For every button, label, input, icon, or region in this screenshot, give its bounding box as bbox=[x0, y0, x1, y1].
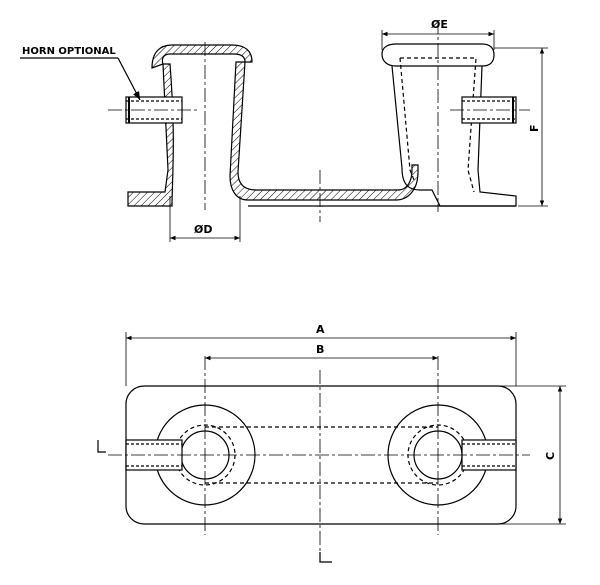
left-bollard-section bbox=[127, 44, 419, 207]
dimension-a-label: A bbox=[316, 323, 325, 336]
section-mark-bottom bbox=[319, 552, 332, 563]
right-bollard-barrel bbox=[391, 65, 517, 207]
dimension-f-label: F bbox=[528, 124, 541, 132]
section-mark-left bbox=[97, 440, 106, 453]
dimension-d bbox=[169, 196, 241, 242]
dimension-e bbox=[381, 30, 495, 50]
horn-optional-label: HORN OPTIONAL bbox=[22, 46, 116, 57]
right-bollard-inner-dashed bbox=[399, 57, 477, 193]
dimension-b-label: B bbox=[316, 343, 324, 356]
dimension-d-label: ØD bbox=[194, 223, 212, 236]
horn-leader-line bbox=[117, 57, 141, 101]
dimension-c bbox=[500, 385, 566, 525]
dimension-e-label: ØE bbox=[431, 18, 448, 31]
dimension-f bbox=[494, 47, 548, 207]
side-center-lines bbox=[108, 20, 530, 222]
right-bollard bbox=[381, 43, 517, 207]
right-barrel-wall bbox=[229, 61, 419, 201]
plan-view bbox=[97, 332, 566, 563]
plan-center-lines bbox=[108, 356, 530, 552]
dimension-a bbox=[125, 332, 517, 386]
left-barrel-wall-outer bbox=[127, 63, 174, 207]
dimension-c-label: C bbox=[544, 452, 557, 460]
right-bollard-cap bbox=[381, 43, 495, 67]
side-section-view bbox=[20, 20, 548, 242]
